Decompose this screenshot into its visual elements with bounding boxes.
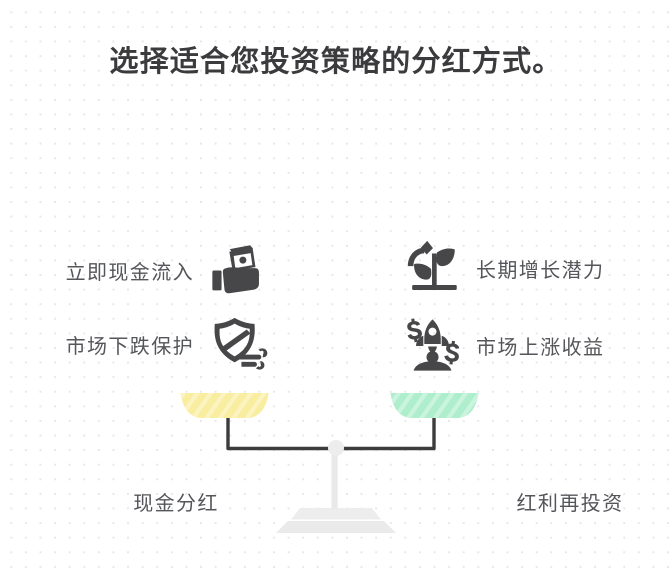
growing-plant-arrow-icon — [402, 237, 464, 299]
hand-holding-cash-icon — [208, 239, 270, 301]
option-label-dividend-reinvestment: 红利再投资 — [516, 493, 624, 515]
scale-pivot — [328, 440, 344, 456]
feature-label-downturn-protection: 市场下跌保护 — [65, 335, 194, 358]
scale-pan-left — [180, 393, 269, 418]
scale-beam-right — [340, 416, 436, 451]
feature-label-immediate-cash: 立即现金流入 — [65, 261, 194, 284]
feature-row-immediate-cash: 立即现金流入 — [14, 237, 270, 303]
feature-row-market-upside: 市场上涨收益 — [402, 312, 660, 378]
scale-pan-right — [390, 393, 479, 418]
scale-column — [331, 452, 338, 509]
scale-beam-left — [226, 416, 332, 451]
shield-downturn-protection-icon — [208, 313, 270, 375]
feature-label-market-upside: 市场上涨收益 — [476, 336, 605, 359]
scale-base-lower — [276, 521, 396, 533]
feature-row-growth-potential: 长期增长潜力 — [402, 235, 660, 301]
rocket-dollar-growth-icon — [402, 314, 464, 376]
feature-row-downturn-protection: 市场下跌保护 — [14, 311, 270, 377]
option-label-cash-dividend: 现金分红 — [133, 493, 219, 515]
page-title: 选择适合您投资策略的分红方式。 — [109, 46, 563, 78]
feature-label-growth-potential: 长期增长潜力 — [476, 259, 605, 282]
scale-base-upper — [291, 508, 381, 520]
